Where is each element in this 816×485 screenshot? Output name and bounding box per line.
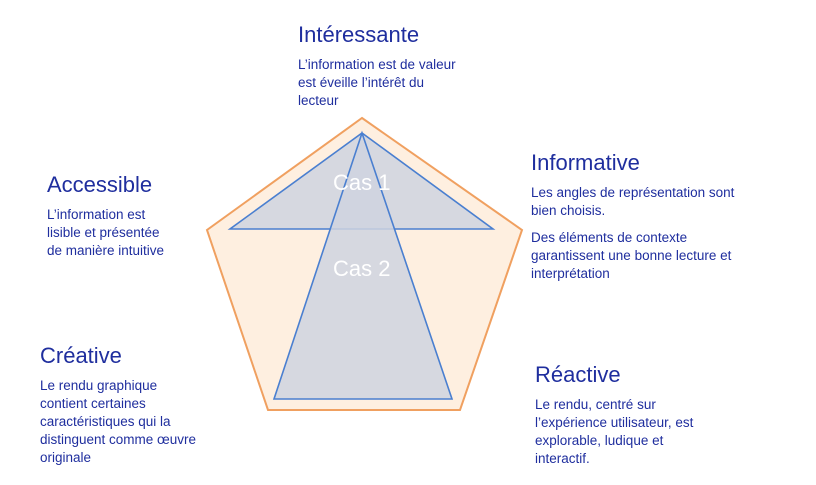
criterion-title: Créative — [40, 343, 122, 368]
case-1-label: Cas 1 — [333, 170, 390, 195]
criterion-title: Intéressante — [298, 22, 420, 47]
criterion-description-extra: Des éléments de contexte garantissent un… — [531, 230, 732, 281]
criterion-description: Le rendu, centré sur l’expérience utilis… — [535, 397, 694, 466]
criterion-description: L’information est de valeur est éveille … — [298, 57, 456, 108]
criterion-title: Accessible — [47, 172, 153, 197]
criterion-title: Réactive — [535, 362, 621, 387]
criterion-accessible: Accessible L’information est lisible et … — [47, 172, 217, 260]
case-2-triangle — [272, 130, 454, 400]
case-2-label: Cas 2 — [333, 256, 390, 281]
criterion-description: Le rendu graphique contient certaines ca… — [40, 378, 197, 465]
criterion-informative: Informative Les angles de représentation… — [531, 150, 791, 283]
criterion-description: Les angles de représentation sont bien c… — [531, 185, 735, 218]
criterion-description: L’information est lisible et présentée d… — [47, 207, 165, 258]
criterion-title: Informative — [531, 150, 640, 175]
criterion-creative: Créative Le rendu graphique contient cer… — [40, 343, 270, 467]
criterion-reactive: Réactive Le rendu, centré sur l’expérien… — [535, 362, 765, 468]
criterion-interessante: Intéressante L’information est de valeur… — [298, 22, 528, 110]
